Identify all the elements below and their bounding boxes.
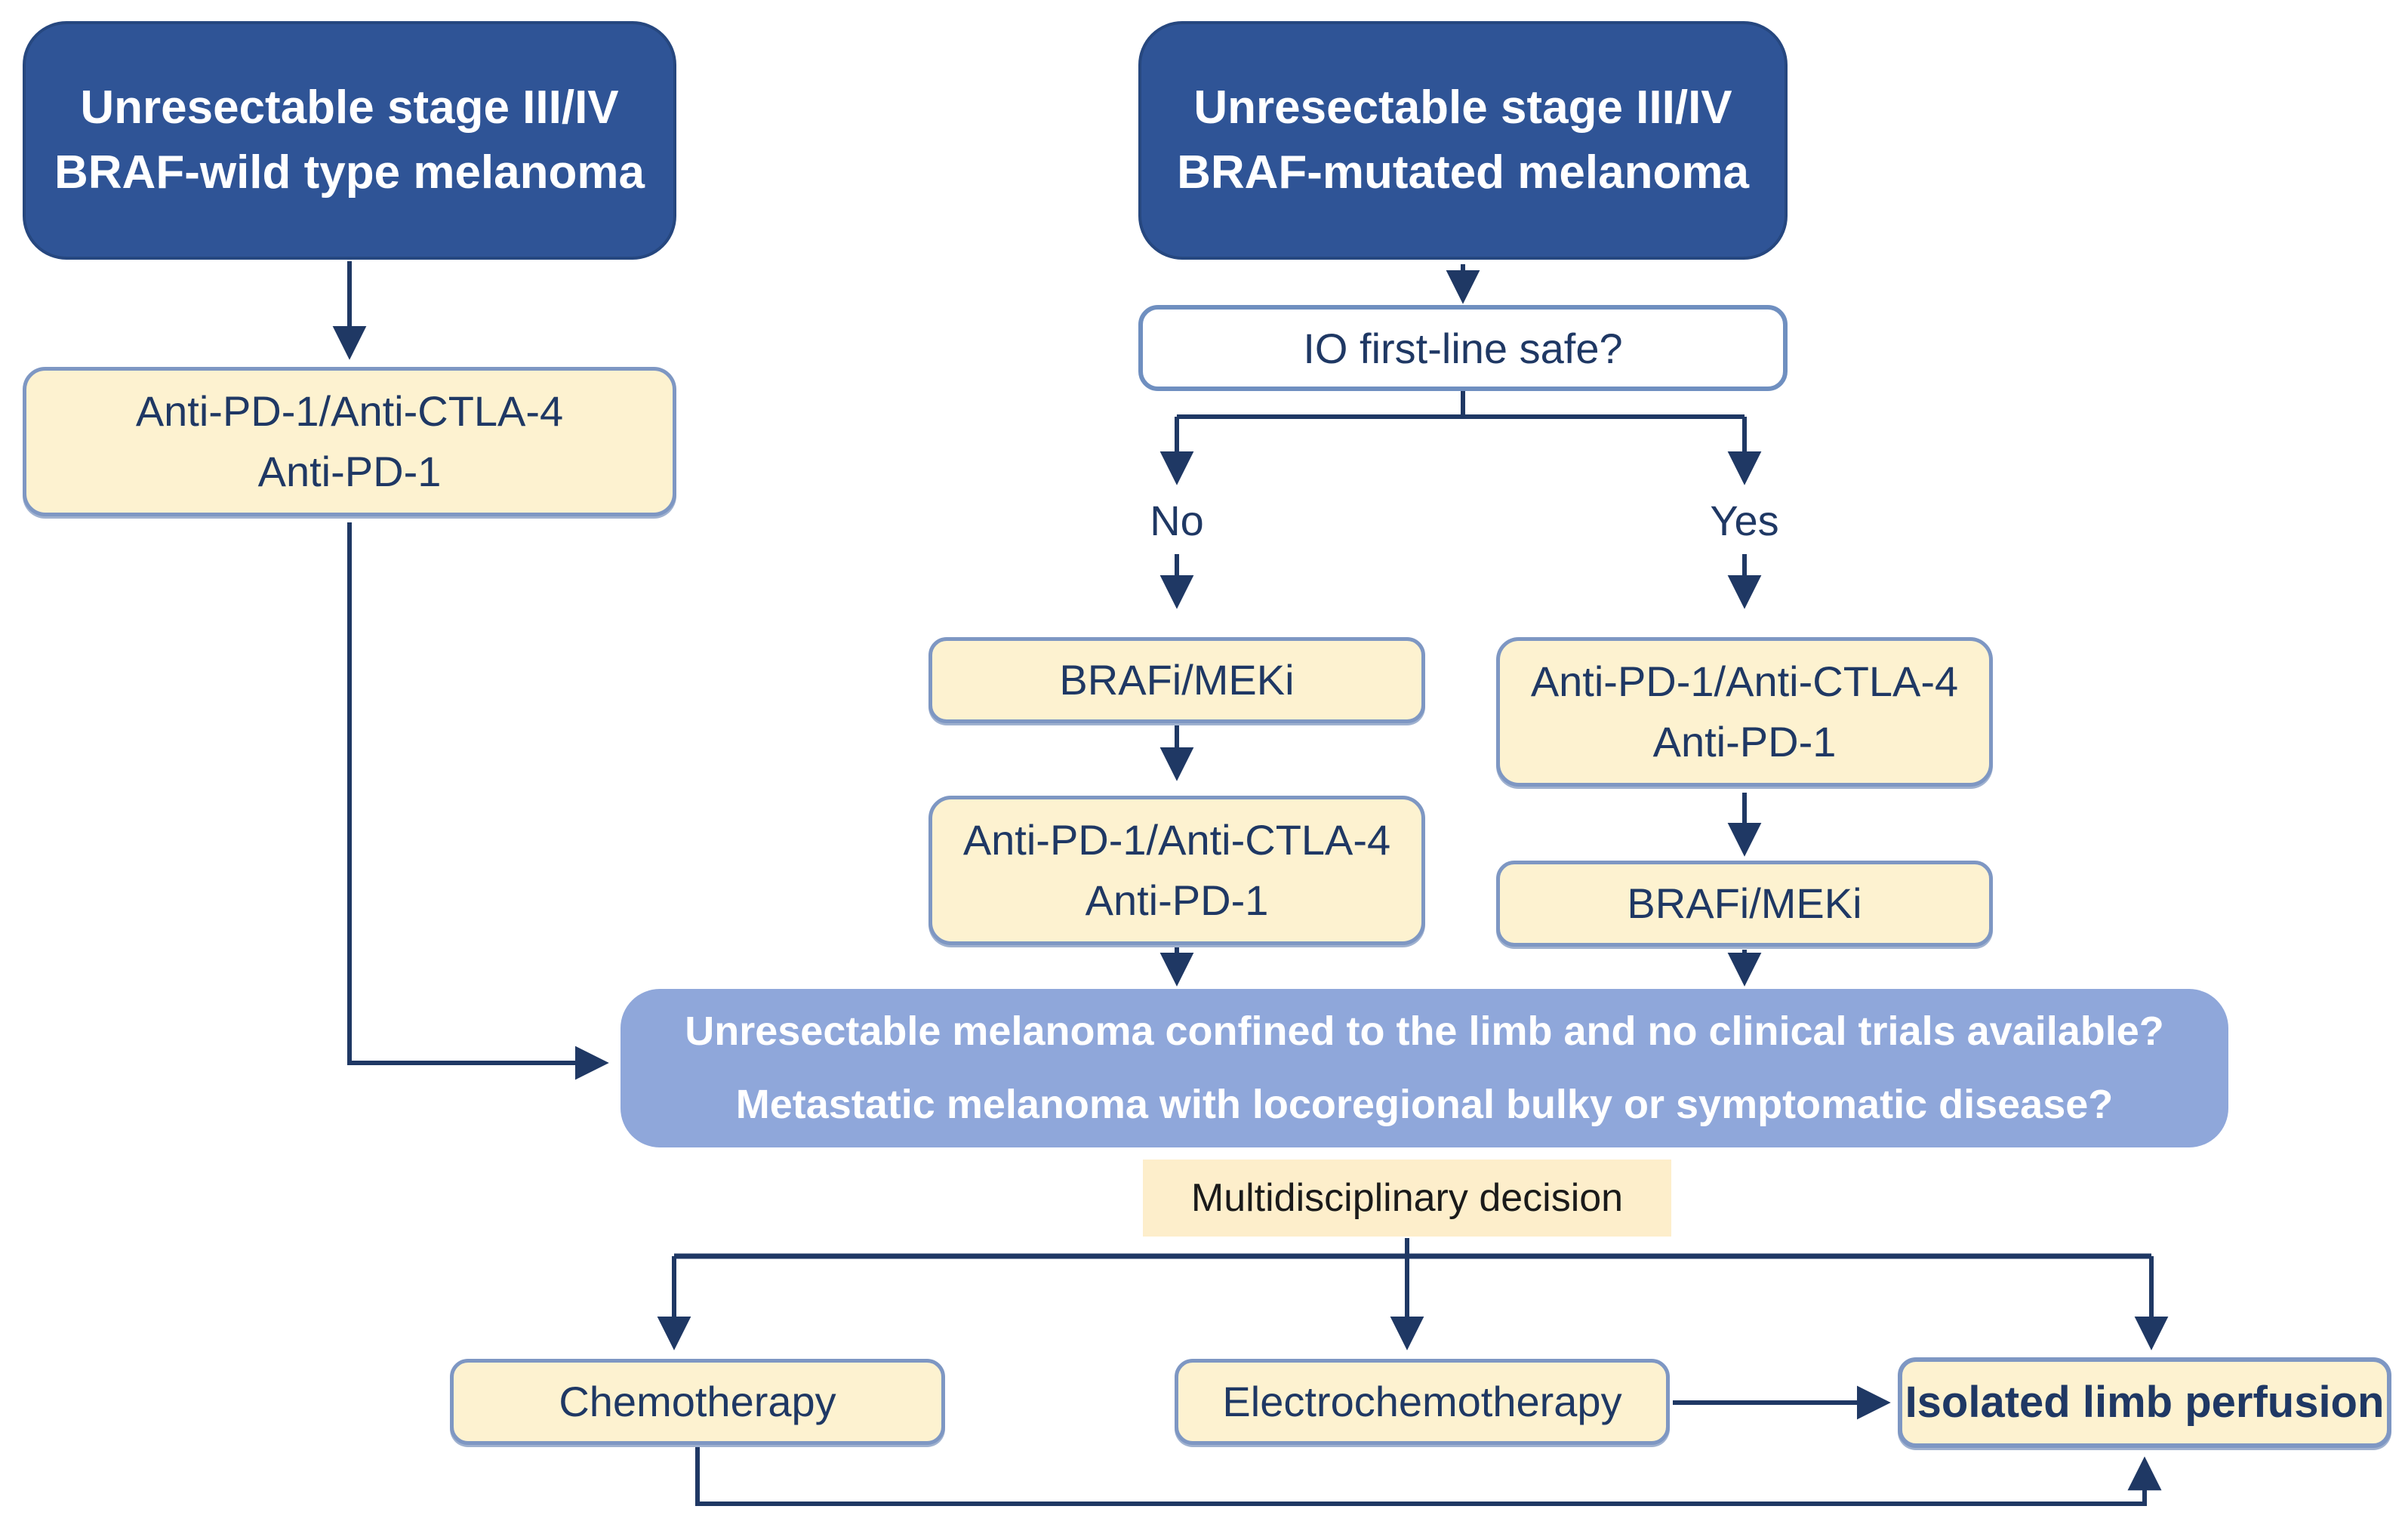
branch-label-no: No [1101,492,1252,548]
node-ilp-label: Isolated limb perfusion [1905,1377,2385,1427]
connector-chemo-to-isolated-limb-perfusion [695,1445,2162,1506]
node-wildtype-therapy-line2: Anti-PD-1 [257,448,442,495]
node-chemotherapy: Chemotherapy [450,1359,945,1445]
node-no-branch-antipd: Anti-PD-1/Anti-CTLA-4 Anti-PD-1 [928,796,1425,945]
node-braf-mutated-line1: Unresectable stage III/IV [1193,82,1732,134]
node-wildtype-therapy-line1: Anti-PD-1/Anti-CTLA-4 [135,387,564,436]
node-chemotherapy-label: Chemotherapy [559,1378,836,1426]
node-yes-antipd-line2: Anti-PD-1 [1652,718,1837,765]
node-electrochemotherapy-label: Electrochemotherapy [1222,1378,1622,1426]
node-yes-branch-brafi-meki: BRAFi/MEKi [1496,861,1993,947]
node-no-branch-brafi-meki: BRAFi/MEKi [928,637,1425,723]
node-io-question-label: IO first-line safe? [1303,324,1623,372]
node-yes-branch-antipd: Anti-PD-1/Anti-CTLA-4 Anti-PD-1 [1496,637,1993,787]
node-braf-wildtype-melanoma: Unresectable stage III/IV BRAF-wild type… [23,21,676,260]
connector-wildtype-therapy-to-limb-question [347,522,609,1080]
node-yes-antipd-line1: Anti-PD-1/Anti-CTLA-4 [1530,658,1959,706]
node-multidisciplinary-decision: Multidisciplinary decision [1143,1160,1671,1237]
node-braf-wildtype-line2: BRAF-wild type melanoma [54,146,645,199]
node-yes-brafi-label: BRAFi/MEKi [1627,879,1862,928]
node-decision-label: Multidisciplinary decision [1190,1176,1624,1220]
node-electrochemotherapy: Electrochemotherapy [1175,1359,1670,1445]
node-no-antipd-line1: Anti-PD-1/Anti-CTLA-4 [962,816,1391,864]
node-braf-mutated-melanoma: Unresectable stage III/IV BRAF-mutated m… [1138,21,1788,260]
node-limb-question-line2: Metastatic melanoma with locoregional bu… [735,1082,2114,1127]
branch-no-text: No [1150,496,1204,544]
node-braf-wildtype-line1: Unresectable stage III/IV [80,82,619,134]
node-no-brafi-label: BRAFi/MEKi [1059,656,1295,704]
node-isolated-limb-perfusion: Isolated limb perfusion [1898,1357,2391,1448]
node-braf-mutated-line2: BRAF-mutated melanoma [1177,146,1749,199]
branch-label-yes: Yes [1669,492,1820,548]
node-no-antipd-line2: Anti-PD-1 [1085,876,1269,924]
branch-yes-text: Yes [1710,496,1779,544]
node-limb-question-line1: Unresectable melanoma confined to the li… [685,1008,2164,1054]
node-wildtype-therapy: Anti-PD-1/Anti-CTLA-4 Anti-PD-1 [23,367,676,516]
node-limb-question: Unresectable melanoma confined to the li… [621,989,2228,1147]
node-io-first-line-question: IO first-line safe? [1138,305,1788,391]
